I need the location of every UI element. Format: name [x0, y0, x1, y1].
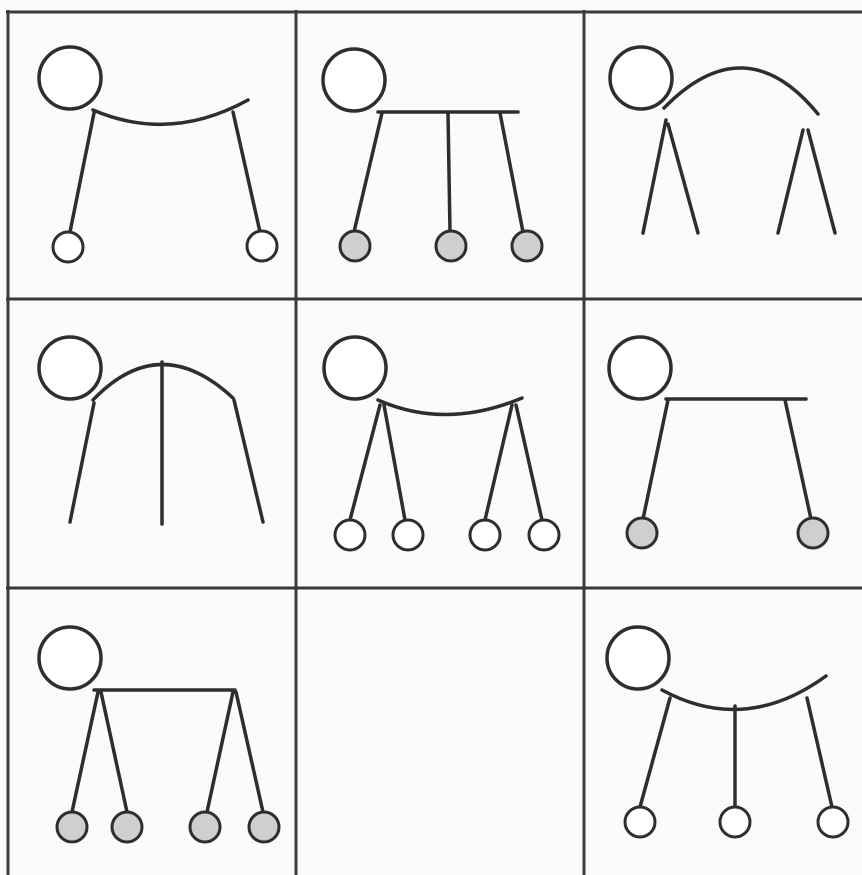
figure-leg-r1c1-2 — [233, 112, 260, 232]
figure-foot-r3c1-2 — [112, 812, 142, 842]
figure-leg-r3c1-1 — [72, 692, 98, 812]
cell-r3c3 — [607, 627, 848, 837]
figure-leg-r2c2-1 — [350, 405, 380, 520]
figure-foot-r2c3-2 — [798, 518, 828, 548]
figure-leg-r3c3-1 — [640, 698, 670, 807]
figure-back-r1c1 — [93, 100, 248, 124]
figure-foot-r3c3-3 — [818, 807, 848, 837]
figure-head-r1c2 — [323, 49, 385, 111]
figure-leg-r2c2-2 — [384, 405, 405, 520]
figure-foot-r1c2-3 — [512, 231, 542, 261]
figure-leg-r2c1-1 — [70, 403, 94, 522]
figure-leg-r1c1-1 — [70, 113, 94, 232]
figure-head-r2c2 — [324, 337, 386, 399]
figure-foot-r2c2-1 — [335, 520, 365, 550]
cell-r2c3 — [609, 337, 828, 548]
figure-foot-r1c2-1 — [340, 231, 370, 261]
figure-foot-r2c2-4 — [529, 520, 559, 550]
figure-leg-r2c1-3 — [234, 400, 263, 522]
figure-foot-r1c1-1 — [53, 232, 83, 262]
figure-leg-r2c3-1 — [643, 400, 668, 519]
cell-r2c1 — [39, 337, 263, 524]
figure-head-r3c1 — [39, 627, 101, 689]
figure-leg-r1c3-1 — [643, 120, 666, 233]
figure-foot-r3c1-1 — [57, 812, 87, 842]
figure-leg-r3c1-4 — [236, 692, 263, 812]
figure-head-r3c3 — [607, 627, 669, 689]
figure-foot-r2c2-3 — [470, 520, 500, 550]
figure-leg-r1c3-3 — [778, 130, 803, 233]
figure-leg-r2c3-2 — [785, 400, 811, 519]
figure-leg-r1c2-1 — [354, 113, 382, 232]
figure-foot-r3c3-1 — [625, 807, 655, 837]
figure-leg-r2c2-4 — [516, 405, 542, 520]
cell-r1c2 — [323, 49, 542, 261]
figure-back-r3c3 — [662, 676, 826, 709]
figure-head-r2c3 — [609, 337, 671, 399]
cell-r1c3 — [610, 47, 835, 233]
figure-leg-r3c1-2 — [101, 692, 127, 812]
cell-r2c2 — [324, 337, 559, 550]
figure-back-r2c2 — [378, 398, 522, 415]
figure-leg-r3c3-3 — [807, 698, 832, 807]
figure-head-r2c1 — [39, 337, 101, 399]
figure-head-r1c3 — [610, 47, 672, 109]
figure-foot-r1c1-2 — [247, 231, 277, 261]
figure-leg-r1c2-2 — [448, 113, 450, 232]
figure-leg-r1c3-2 — [668, 124, 698, 233]
cell-r3c1 — [39, 627, 279, 842]
figure-foot-r2c2-2 — [393, 520, 423, 550]
figure-back-r1c3 — [664, 68, 818, 114]
figure-foot-r2c3-1 — [627, 518, 657, 548]
figure-foot-r3c1-3 — [190, 812, 220, 842]
figure-leg-r1c3-4 — [808, 130, 835, 233]
figure-leg-r2c2-3 — [485, 405, 512, 520]
figure-foot-r1c2-2 — [436, 231, 466, 261]
cell-r1c1 — [39, 47, 277, 262]
figure-leg-r3c1-3 — [207, 692, 233, 812]
figure-leg-r1c2-3 — [500, 113, 523, 232]
figure-foot-r3c1-4 — [249, 812, 279, 842]
figure-head-r1c1 — [39, 47, 101, 109]
figure-foot-r3c3-2 — [720, 807, 750, 837]
